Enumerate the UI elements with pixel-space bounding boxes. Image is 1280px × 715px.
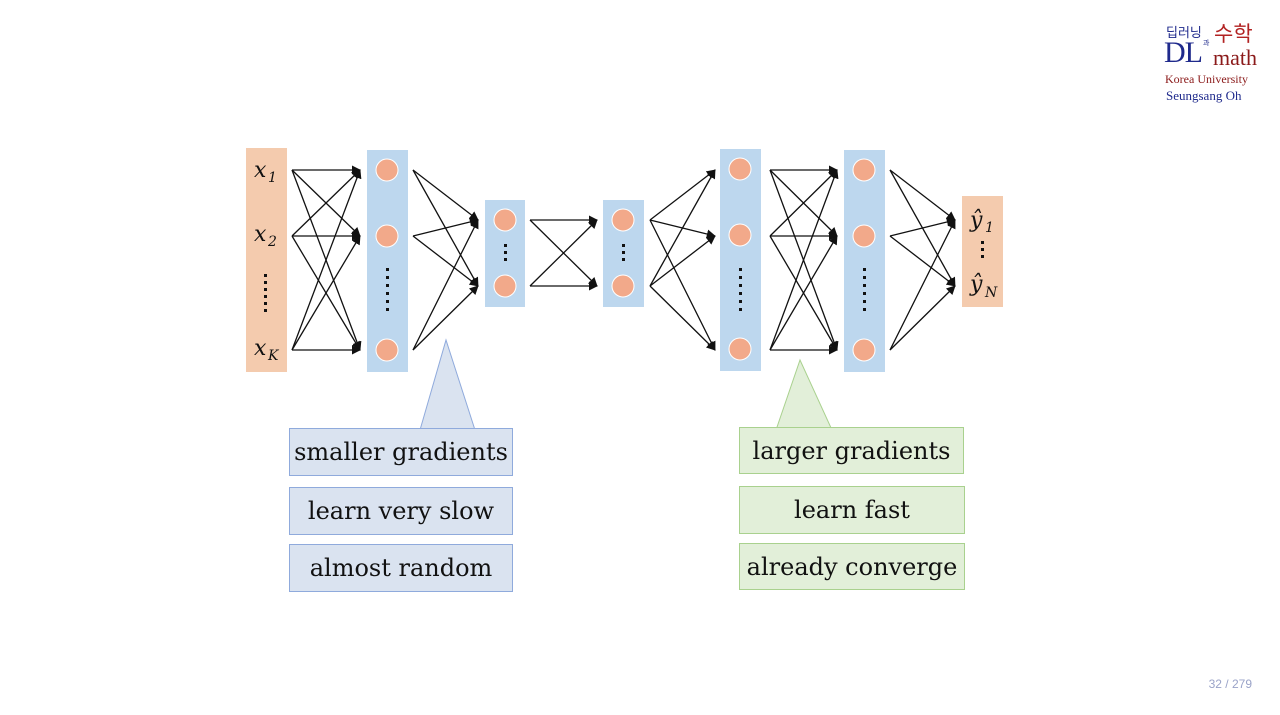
- h5-node-1: [852, 158, 876, 182]
- h3-node-1: [611, 208, 635, 232]
- h3-ellipsis: [622, 244, 625, 261]
- dlmath-logo: 딥러닝 과 수학 DL math Korea University Seungs…: [1158, 18, 1270, 108]
- logo-korean-math: 수학: [1214, 22, 1253, 46]
- left-callout-learn-slow: learn very slow: [289, 487, 513, 535]
- input-ellipsis: [264, 274, 267, 312]
- h2-node-1: [493, 208, 517, 232]
- h1-node-k: [375, 338, 399, 362]
- h3-node-2: [611, 274, 635, 298]
- output-y1-label: ŷ 1: [969, 208, 994, 236]
- edges-h2-h3: [529, 215, 598, 291]
- svg-text:K: K: [267, 348, 280, 364]
- hidden-layer-4: [720, 149, 761, 371]
- page-separator: /: [1225, 677, 1229, 691]
- logo-korean-and: 과: [1203, 39, 1210, 47]
- edges-h3-h4: [649, 169, 716, 351]
- h2-node-2: [493, 274, 517, 298]
- logo-university: Korea University: [1165, 72, 1248, 86]
- right-callout-pointer: [775, 358, 833, 431]
- h5-node-2: [852, 224, 876, 248]
- svg-text:x: x: [254, 222, 267, 247]
- input-xk-label: x K: [254, 336, 280, 364]
- page-number: 32 / 279: [1209, 677, 1252, 691]
- logo-korean-deeplearning: 딥러닝: [1166, 26, 1202, 41]
- left-callout-almost-random: almost random: [289, 544, 513, 592]
- h5-node-k: [852, 338, 876, 362]
- hidden-layer-5: [844, 150, 885, 372]
- left-callout-smaller-gradients: smaller gradients: [289, 428, 513, 476]
- svg-text:1: 1: [985, 220, 994, 236]
- h1-node-1: [375, 158, 399, 182]
- input-layer: [246, 148, 287, 372]
- output-yn-label: ŷ N: [969, 272, 998, 301]
- output-layer: [962, 196, 1003, 307]
- right-callout-larger-gradients: larger gradients: [739, 427, 964, 474]
- input-x2-label: x 2: [254, 222, 277, 250]
- h4-ellipsis: [739, 268, 742, 311]
- edges-h5-output: [889, 169, 956, 351]
- h5-ellipsis: [863, 268, 866, 311]
- right-callout-already-converge: already converge: [739, 543, 965, 590]
- svg-text:1: 1: [268, 170, 277, 186]
- input-x1-label: x 1: [254, 158, 277, 186]
- svg-text:x: x: [254, 336, 267, 361]
- output-ellipsis: [981, 241, 984, 258]
- edges-h4-h5: [769, 165, 839, 355]
- h1-ellipsis: [386, 268, 389, 311]
- svg-text:ŷ: ŷ: [969, 208, 983, 233]
- hidden-layer-1: [367, 150, 408, 372]
- logo-author: Seungsang Oh: [1166, 88, 1242, 103]
- edges-input-h1: [291, 165, 362, 355]
- page-total: 279: [1231, 677, 1252, 691]
- svg-text:2: 2: [267, 234, 277, 250]
- svg-text:N: N: [984, 285, 998, 301]
- left-callout-pointer: [419, 338, 476, 431]
- right-callout-learn-fast: learn fast: [739, 486, 965, 534]
- h1-node-2: [375, 224, 399, 248]
- page-current: 32: [1208, 677, 1222, 691]
- logo-math: math: [1213, 45, 1257, 70]
- h4-node-2: [728, 223, 752, 247]
- svg-text:ŷ: ŷ: [969, 272, 983, 297]
- logo-dl: DL: [1164, 36, 1203, 69]
- svg-text:x: x: [254, 158, 267, 183]
- h4-node-k: [728, 337, 752, 361]
- edges-h1-h2: [412, 169, 479, 351]
- h4-node-1: [728, 157, 752, 181]
- h2-ellipsis: [504, 244, 507, 261]
